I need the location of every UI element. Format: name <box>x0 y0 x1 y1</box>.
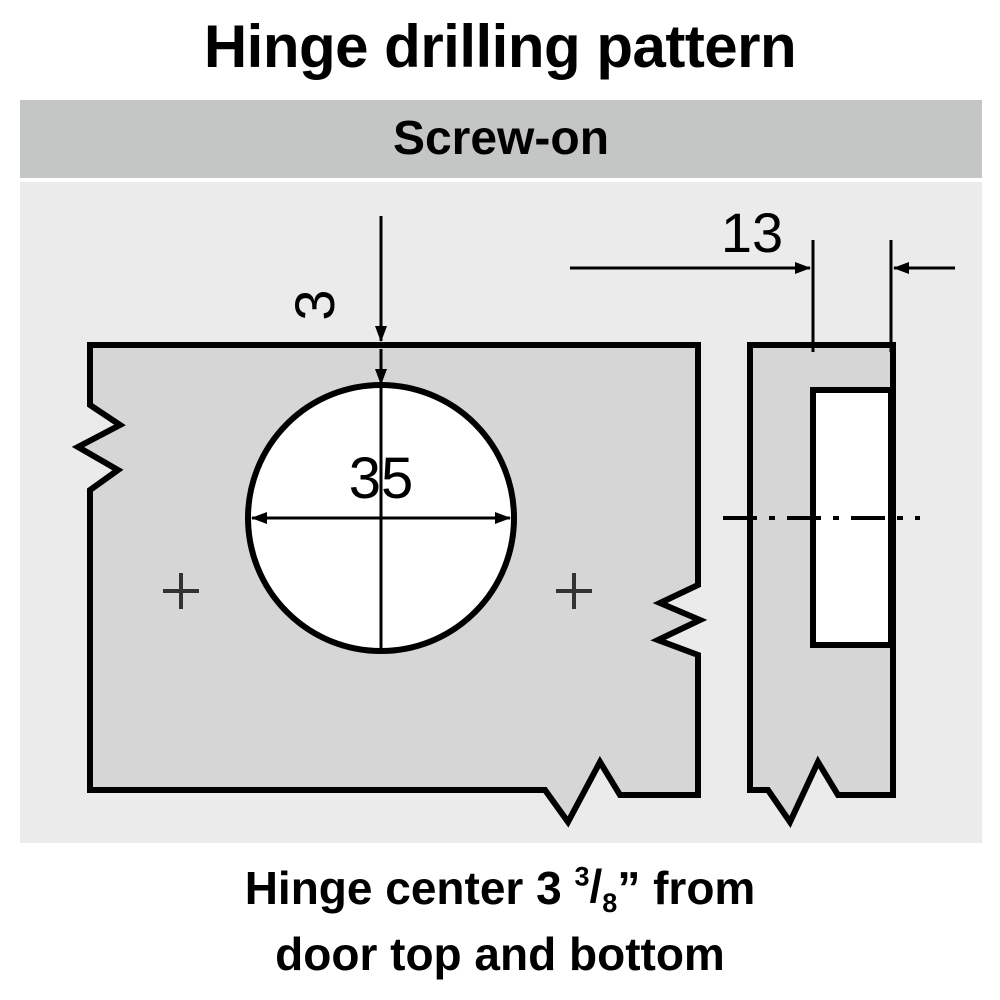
caption-line-2: door top and bottom <box>275 928 725 980</box>
figure-caption: Hinge center 3 3/8” from door top and bo… <box>0 855 1000 987</box>
dimension-cup-offset <box>570 240 955 352</box>
dimension-label-edge-distance: 3 <box>283 289 346 320</box>
fraction-numerator: 3 <box>574 861 590 892</box>
screw-hole-right-marker <box>556 573 592 609</box>
fraction-three-eighths: 3/8 <box>562 853 618 919</box>
section-header-label: Screw-on <box>392 112 610 165</box>
side-view-body <box>747 342 896 829</box>
fraction-denominator: 8 <box>602 888 618 919</box>
fraction-slash: / <box>589 860 603 912</box>
caption-line-1-suffix: ” from <box>617 862 756 914</box>
caption-line-1: Hinge center 3 3/8” from <box>0 855 1000 921</box>
screw-hole-left-marker <box>163 573 199 609</box>
caption-line-1-text: Hinge center 3 <box>244 862 562 914</box>
page-title: Hinge drilling pattern <box>203 13 797 80</box>
dimension-label-cup-offset: 13 <box>721 201 783 264</box>
dimension-label-cup-diameter: 35 <box>349 446 414 511</box>
section-header-band: Screw-on <box>20 100 982 178</box>
